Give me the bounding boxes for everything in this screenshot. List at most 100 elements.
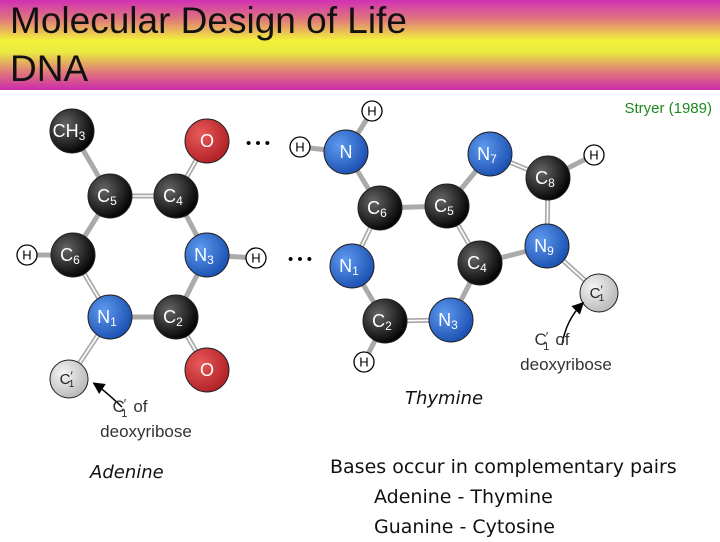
atom-symbol: C′1 xyxy=(590,283,605,304)
atom-circle xyxy=(524,223,570,269)
atom-symbol: C6 xyxy=(60,245,80,267)
complementary-pairs-note: Bases occur in complementary pairs Adeni… xyxy=(330,452,677,542)
atom-symbol: C′1 xyxy=(60,369,75,390)
atom-symbol: C4 xyxy=(163,186,183,208)
deoxyribose-label-left: deoxyribose xyxy=(100,422,192,441)
atom-circle xyxy=(50,232,96,278)
atom-symbol: N1 xyxy=(339,256,359,278)
atom-symbol: H xyxy=(251,251,260,266)
atom-circle xyxy=(579,273,619,313)
atom-circle xyxy=(184,232,230,278)
atom-symbol: C2 xyxy=(372,311,392,333)
atom-circle xyxy=(16,244,38,266)
atom-circle xyxy=(467,131,513,177)
atom-n1-left: N1 xyxy=(87,294,133,340)
atom-circle xyxy=(87,294,133,340)
citation: Stryer (1989) xyxy=(624,100,712,117)
atom-symbol: C5 xyxy=(434,196,454,218)
atom-circle xyxy=(323,129,369,175)
atom-c6-left: C6 xyxy=(50,232,96,278)
atom-circle xyxy=(184,347,230,393)
atom-circle xyxy=(362,298,408,344)
atom-circle xyxy=(49,108,95,154)
atom-symbol: C5 xyxy=(97,186,117,208)
atom-c5-right: C5 xyxy=(424,183,470,229)
atom-symbol: N3 xyxy=(438,310,458,332)
atom-symbol: C4 xyxy=(467,253,487,275)
slide-title-line2: DNA xyxy=(10,48,89,89)
atom-o-bottom: O xyxy=(184,347,230,393)
atom-circle xyxy=(357,185,403,231)
atom-symbol: C8 xyxy=(535,168,555,190)
arrow-left-c1 xyxy=(92,382,123,408)
atom-symbol: C6 xyxy=(367,198,387,220)
note-heading: Bases occur in complementary pairs xyxy=(330,456,677,478)
deoxyribose-label-right: deoxyribose xyxy=(520,355,612,374)
atom-n7-right: N7 xyxy=(467,131,513,177)
atom-c6-right: C6 xyxy=(357,185,403,231)
atom-n-amino: N xyxy=(323,129,369,175)
atom-symbol: C2 xyxy=(163,307,183,329)
atom-o-top: O xyxy=(184,118,230,164)
atom-h-n3-left: H xyxy=(245,247,267,269)
atom-circle xyxy=(49,359,89,399)
atom-n1-right: N1 xyxy=(329,243,375,289)
note-pair-guanine-cytosine: Guanine - Cytosine xyxy=(374,516,555,538)
atom-symbol: H xyxy=(295,140,304,155)
atom-symbol: O xyxy=(200,131,214,151)
atom-symbol: N3 xyxy=(194,245,214,267)
atom-symbol: H xyxy=(589,148,598,163)
atom-circle xyxy=(424,183,470,229)
atom-circle xyxy=(583,144,605,166)
atom-circle xyxy=(87,173,133,219)
atom-circle xyxy=(153,173,199,219)
atom-symbol: CH3 xyxy=(53,121,86,143)
atom-c4-left: C4 xyxy=(153,173,199,219)
atom-n9-right: N9 xyxy=(524,223,570,269)
atom-h-c2: H xyxy=(353,351,375,373)
atom-c5-left: C5 xyxy=(87,173,133,219)
atom-symbol: N9 xyxy=(534,236,554,258)
atom-circle xyxy=(289,136,311,158)
atom-circle xyxy=(245,247,267,269)
thymine-label: Thymine xyxy=(405,388,483,409)
note-pair-adenine-thymine: Adenine - Thymine xyxy=(374,486,553,508)
atom-c4-right: C4 xyxy=(457,240,503,286)
atom-symbol: N1 xyxy=(97,307,117,329)
atom-h-amino-left: H xyxy=(289,136,311,158)
adenine-label: Adenine xyxy=(89,462,164,483)
atom-h-c8: H xyxy=(583,144,605,166)
hbond-dots-middle: • • • xyxy=(288,251,312,268)
atom-n3-right: N3 xyxy=(428,297,474,343)
atom-symbol: H xyxy=(22,248,31,263)
atom-c2-right: C2 xyxy=(362,298,408,344)
title-banner xyxy=(0,0,720,90)
atom-symbol: N xyxy=(340,142,353,162)
atom-c1-left: C′1 xyxy=(49,359,89,399)
hbond-dots-top: • • • xyxy=(246,135,270,152)
atom-c8-right: C8 xyxy=(525,155,571,201)
atom-symbol: H xyxy=(367,104,376,119)
arrow-right-c1 xyxy=(561,301,585,346)
atom-c2-left: C2 xyxy=(153,294,199,340)
atom-circle xyxy=(184,118,230,164)
atom-symbol: O xyxy=(200,360,214,380)
atom-symbol: H xyxy=(359,355,368,370)
atom-circle xyxy=(361,100,383,122)
atom-symbol: N7 xyxy=(477,144,497,166)
atom-ch3: CH3 xyxy=(49,108,95,154)
atom-circle xyxy=(428,297,474,343)
atom-circle xyxy=(153,294,199,340)
atom-circle xyxy=(353,351,375,373)
atom-circle xyxy=(457,240,503,286)
atom-h-amino-top: H xyxy=(361,100,383,122)
atom-n3-left: N3 xyxy=(184,232,230,278)
atom-circle xyxy=(329,243,375,289)
atom-c1-right: C′1 xyxy=(579,273,619,313)
atom-circle xyxy=(525,155,571,201)
slide-title-line1: Molecular Design of Life xyxy=(10,0,407,41)
atom-h-c6-left: H xyxy=(16,244,38,266)
